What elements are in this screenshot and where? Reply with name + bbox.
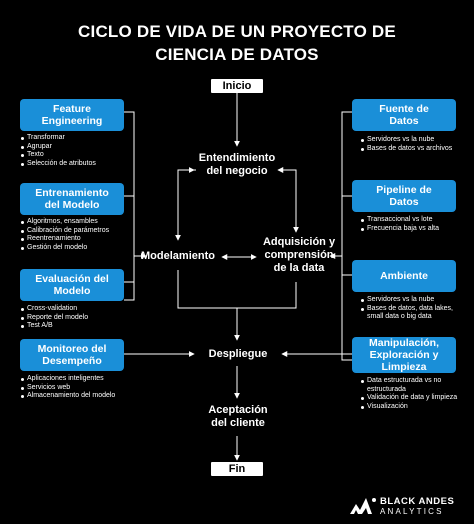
pipeline-datos-box: Pipeline de Datos xyxy=(352,180,456,212)
list-item: Aplicaciones inteligentes xyxy=(20,375,132,384)
entendimiento-node: Entendimiento del negocio xyxy=(198,152,276,177)
list-item: Validación de data y limpieza xyxy=(360,394,464,403)
entrenamiento-list: Algoritmos, ensambles Calibración de par… xyxy=(20,218,132,252)
list-item: Servidores vs la nube xyxy=(360,296,464,305)
list-item: Algoritmos, ensambles xyxy=(20,218,132,227)
fuente-datos-list: Servidores vs la nube Bases de datos vs … xyxy=(360,136,464,153)
list-item: Texto xyxy=(20,151,132,160)
ambiente-list: Servidores vs la nube Bases de datos, da… xyxy=(360,296,464,322)
list-item: Calibración de parámetros xyxy=(20,227,132,236)
list-item: Test A/B xyxy=(20,322,132,331)
adquisicion-node: Adquisición y comprensión de la data xyxy=(262,236,336,274)
list-item: Reporte del modelo xyxy=(20,314,132,323)
list-item: Transaccional vs lote xyxy=(360,216,464,225)
ambiente-box: Ambiente xyxy=(352,260,456,292)
end-node: Fin xyxy=(211,462,263,476)
list-item: Cross-validation xyxy=(20,305,132,314)
list-item: Data estructurada vs no estructurada xyxy=(360,377,464,394)
feature-engineering-box: Feature Engineering xyxy=(20,99,124,131)
list-item: Servicios web xyxy=(20,384,132,393)
despliegue-node: Despliegue xyxy=(208,348,268,360)
list-item: Reentrenamiento xyxy=(20,235,132,244)
evaluacion-box: Evaluación del Modelo xyxy=(20,269,124,301)
feature-engineering-list: Transformar Agrupar Texto Selección de a… xyxy=(20,134,132,168)
aceptacion-node: Aceptación del cliente xyxy=(208,404,268,429)
fuente-datos-box: Fuente de Datos xyxy=(352,99,456,131)
list-item: Gestión del modelo xyxy=(20,244,132,253)
page-title: CICLO DE VIDA DE UN PROYECTO DE CIENCIA … xyxy=(0,20,474,66)
title-line-2: CIENCIA DE DATOS xyxy=(155,45,319,64)
pipeline-datos-list: Transaccional vs lote Frecuencia baja vs… xyxy=(360,216,464,233)
start-node: Inicio xyxy=(211,79,263,93)
brand-name: BLACK ANDES ANALYTICS xyxy=(380,496,455,517)
monitoreo-box: Monitoreo del Desempeño xyxy=(20,339,124,371)
monitoreo-list: Aplicaciones inteligentes Servicios web … xyxy=(20,375,132,401)
entrenamiento-box: Entrenamiento del Modelo xyxy=(20,183,124,215)
title-line-1: CICLO DE VIDA DE UN PROYECTO DE xyxy=(78,22,396,41)
list-item: Bases de datos vs archivos xyxy=(360,145,464,154)
manipulacion-list: Data estructurada vs no estructurada Val… xyxy=(360,377,464,411)
brand-logo-icon xyxy=(350,498,376,514)
list-item: Transformar xyxy=(20,134,132,143)
list-item: Agrupar xyxy=(20,143,132,152)
list-item: Almacenamiento del modelo xyxy=(20,392,132,401)
list-item: Frecuencia baja vs alta xyxy=(360,225,464,234)
list-item: Servidores vs la nube xyxy=(360,136,464,145)
modelamiento-node: Modelamiento xyxy=(141,250,215,262)
manipulacion-box: Manipulación, Exploración y Limpieza xyxy=(352,337,456,373)
list-item: Bases de datos, data lakes, small data o… xyxy=(360,305,464,322)
list-item: Selección de atributos xyxy=(20,160,132,169)
list-item: Visualización xyxy=(360,403,464,412)
evaluacion-list: Cross-validation Reporte del modelo Test… xyxy=(20,305,132,331)
